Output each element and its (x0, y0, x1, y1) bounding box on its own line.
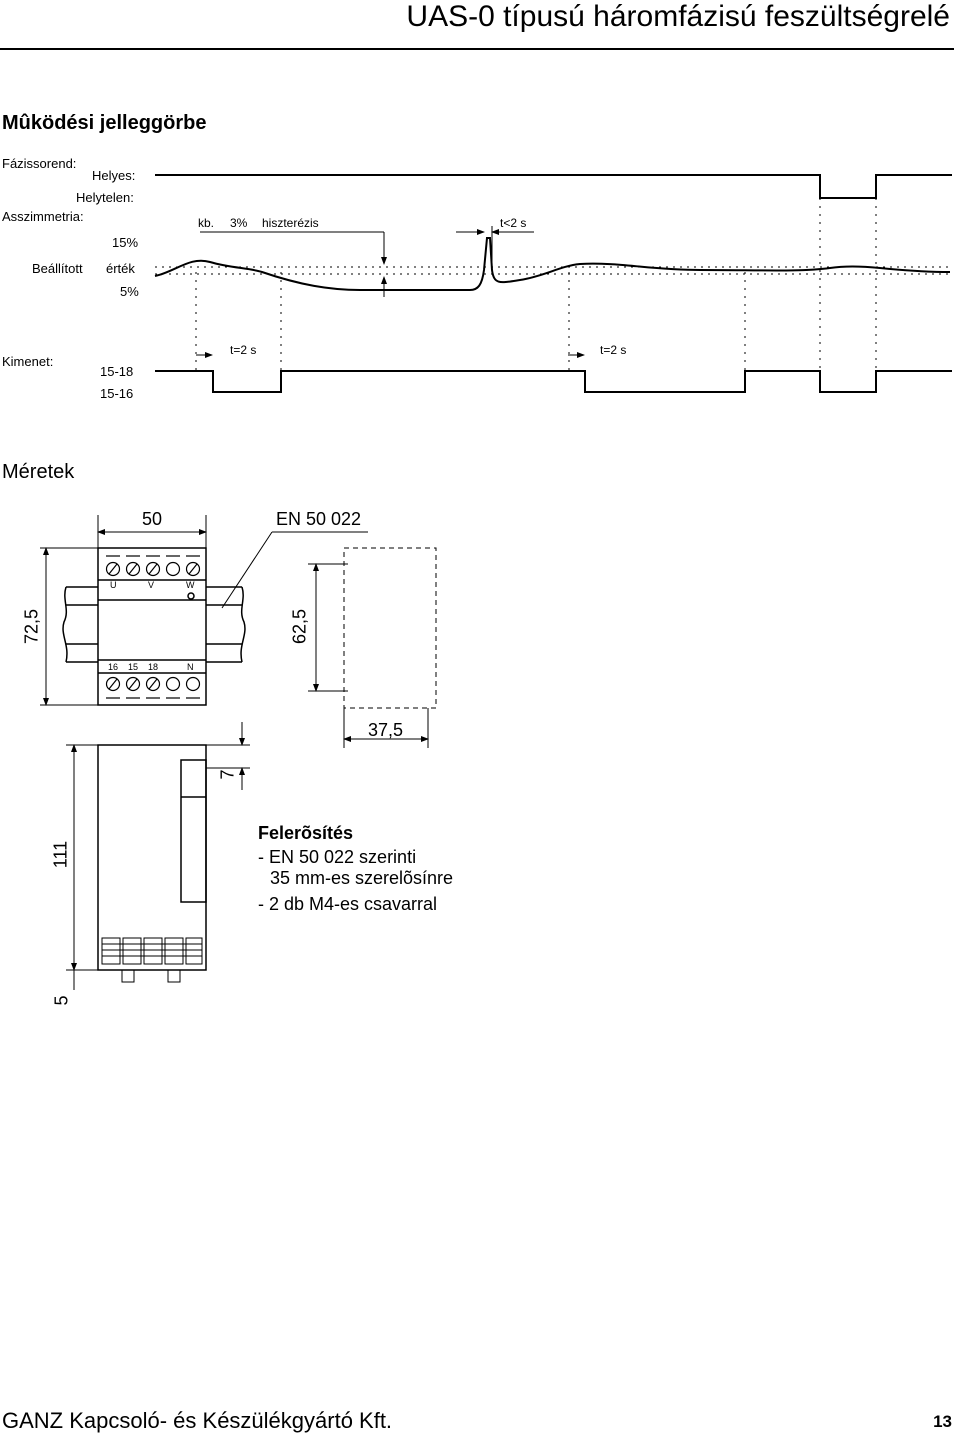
panel-cutout (343, 547, 437, 709)
mounting-line-2: 35 mm-es szerelõsínre (270, 868, 454, 888)
rail-leader (221, 531, 368, 609)
annot-hysteresis: hiszterézis (262, 216, 319, 230)
timing-guides (195, 198, 877, 370)
label-set-value-2: érték (106, 261, 135, 276)
asymmetry-curve (154, 237, 951, 291)
header-rule (0, 48, 954, 50)
hysteresis-marker (200, 231, 387, 297)
label-phase-order: Fázissorend: (2, 156, 77, 171)
dim-label-5: 5 (51, 995, 72, 1006)
label-15pct: 15% (112, 235, 139, 250)
label-incorrect: Helytelen: (76, 190, 134, 205)
annot-t-2s-b: t=2 s (600, 343, 627, 357)
label-correct: Helyes: (92, 168, 136, 183)
dim-72-5 (40, 547, 98, 706)
dim-37-5 (343, 708, 429, 748)
device-front (97, 547, 207, 706)
terminal-label-16: 16 (108, 662, 119, 672)
dim-label-111: 111 (50, 840, 71, 869)
mounting-line-1: - EN 50 022 szerinti (258, 847, 417, 867)
page-number: 13 (933, 1412, 952, 1431)
mounting-title: Felerõsítés (258, 823, 354, 843)
dimensions-heading: Méretek (2, 461, 75, 483)
label-contact-1518: 15-18 (100, 364, 134, 379)
annot-t-2s-a: t=2 s (230, 343, 257, 357)
short-pulse-marker (456, 226, 534, 262)
terminal-screws-top (105, 555, 201, 577)
dim-62-5 (308, 563, 348, 692)
terminal-screws-bottom (105, 676, 201, 699)
terminal-label-18: 18 (148, 662, 159, 672)
label-5pct: 5% (120, 284, 139, 299)
terminal-blocks-side (101, 937, 203, 983)
din-rail (62, 586, 246, 663)
dim-label-50: 50 (142, 509, 163, 529)
label-set-value-1: Beállított (32, 261, 83, 276)
device-side (97, 744, 207, 971)
label-contact-1516: 15-16 (100, 386, 134, 401)
dim-111 (66, 744, 98, 990)
mounting-line-3: - 2 db M4-es csavarral (258, 894, 438, 914)
annot-3pct: 3% (230, 216, 248, 230)
dim-label-72-5: 72,5 (21, 608, 42, 645)
dim-label-62-5: 62,5 (289, 608, 310, 645)
label-output: Kimenet: (2, 354, 54, 369)
terminal-label-v: V (148, 580, 155, 590)
dim-label-7: 7 (217, 769, 238, 780)
terminal-label-15: 15 (128, 662, 139, 672)
label-asymmetry: Asszimmetria: (2, 209, 84, 224)
terminal-label-u: U (110, 580, 117, 590)
dim-label-rail: EN 50 022 (276, 509, 362, 529)
phase-sequence-signal (155, 174, 952, 199)
annot-t-less-2s: t<2 s (500, 216, 527, 230)
terminal-label-w: W (186, 580, 195, 590)
dim-label-37-5: 37,5 (368, 720, 404, 740)
output-signal (155, 370, 952, 393)
dim-50 (97, 515, 207, 548)
footer-company: GANZ Kapcsoló- és Készülékgyártó Kft. (2, 1408, 393, 1433)
page-title: UAS-0 típusú háromfázisú feszültségrelé (406, 0, 950, 33)
terminal-label-n: N (187, 662, 194, 672)
timing-heading: Mûködési jelleggörbe (2, 112, 207, 134)
dim-7 (206, 722, 250, 790)
annot-kb: kb. (198, 216, 215, 230)
